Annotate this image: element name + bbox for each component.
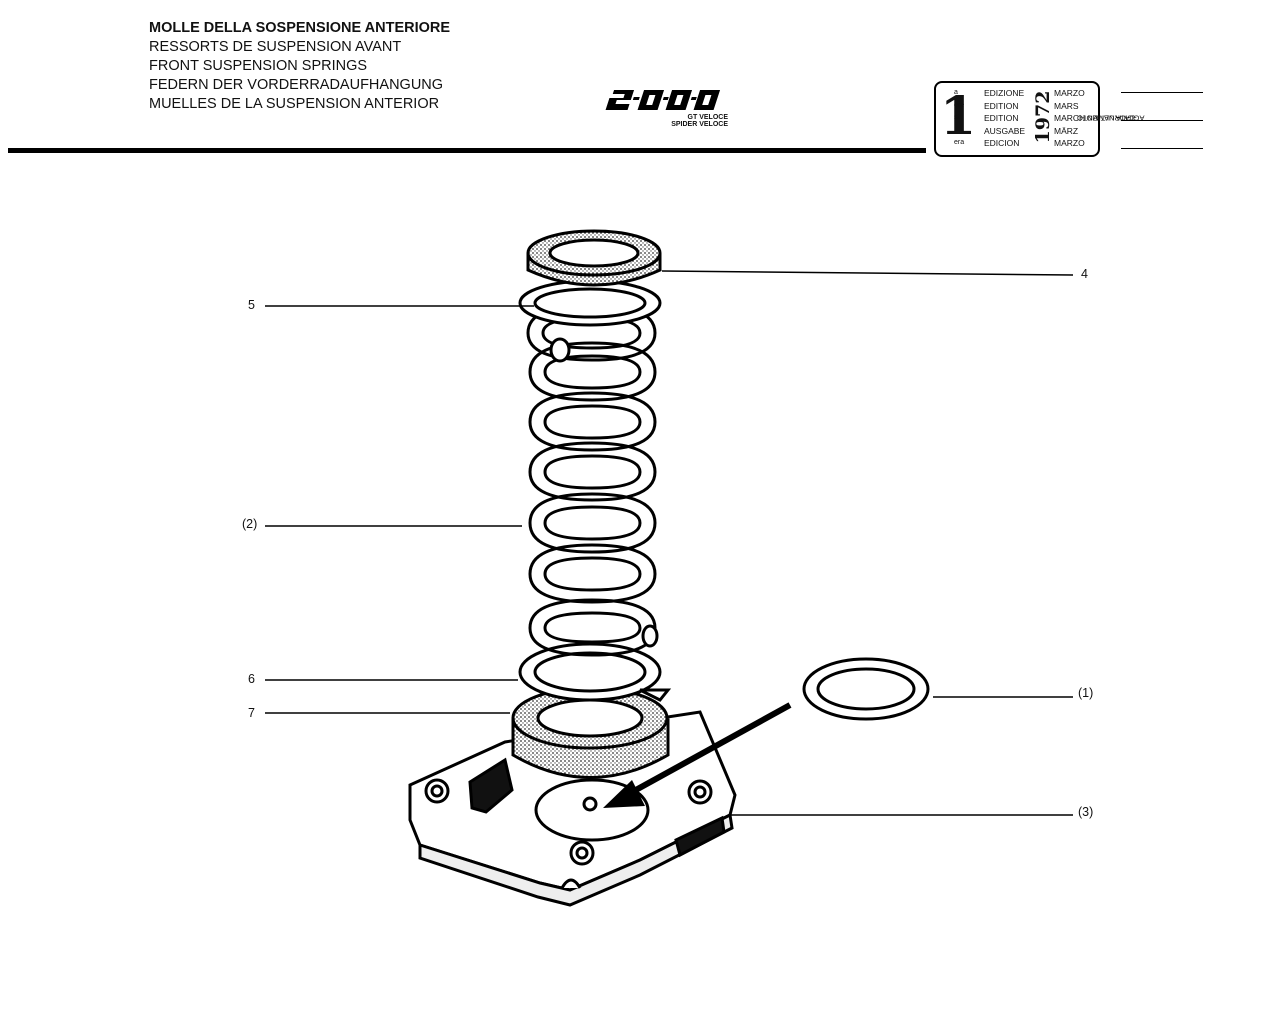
logo-sub-gt: GT VELOCE bbox=[687, 114, 728, 121]
insertion-arrow bbox=[603, 702, 792, 808]
edition-month: MARCH bbox=[1054, 113, 1086, 124]
title-italian: MOLLE DELLA SOSPENSIONE ANTERIORE bbox=[149, 20, 451, 36]
edition-sup: a bbox=[954, 89, 958, 96]
edition-label: AUSGABE bbox=[984, 125, 1026, 136]
edition-label: EDICION bbox=[984, 138, 1020, 149]
packing-ring bbox=[802, 657, 930, 721]
edition-sup: st bbox=[954, 114, 960, 121]
title-german: FEDERN DER VORDERRADAUFHANGUNG bbox=[149, 77, 444, 93]
logo-2000-mark bbox=[605, 90, 721, 110]
coil-spring bbox=[526, 303, 659, 657]
callout-5: 5 bbox=[248, 298, 255, 312]
upper-spring-seat bbox=[518, 279, 662, 327]
edition-label: EDITION bbox=[984, 113, 1019, 124]
callout-3: (3) bbox=[1078, 805, 1094, 819]
edition-sup: . bbox=[954, 127, 956, 134]
edition-label: EDIZIONE bbox=[984, 88, 1025, 98]
edition-sup: ere bbox=[954, 102, 965, 109]
title-english: FRONT SUSPENSION SPRINGS bbox=[149, 58, 368, 74]
logo-sub-spider: SPIDER VELOCE bbox=[671, 121, 728, 128]
callout-2: (2) bbox=[242, 517, 258, 531]
lower-spring-seat bbox=[518, 642, 672, 702]
leader-line-4 bbox=[661, 270, 1074, 276]
title-french: RESSORTS DE SUSPENSION AVANT bbox=[149, 39, 402, 55]
edition-sup: era bbox=[954, 139, 965, 146]
callout-1: (1) bbox=[1078, 686, 1094, 700]
title-spanish: MUELLES DE LA SUSPENSION ANTERIOR bbox=[149, 96, 440, 112]
edition-months: MARZO MARS MARCH MÄRZ MARZO bbox=[1054, 87, 1085, 150]
edition-month: MARZO bbox=[1054, 138, 1085, 149]
callout-6: 6 bbox=[248, 672, 255, 686]
edition-number: 1 bbox=[940, 86, 977, 147]
edition-label: EDITION bbox=[984, 100, 1019, 111]
callout-4: 4 bbox=[1081, 267, 1088, 281]
edition-month: MARZO bbox=[1054, 88, 1085, 98]
callout-7: 7 bbox=[248, 706, 255, 720]
edition-month: MÄRZ bbox=[1054, 125, 1079, 136]
leader-lines bbox=[265, 270, 1074, 816]
model-logo: GT VELOCE SPIDER VELOCE bbox=[604, 84, 734, 132]
header-titles: MOLLE DELLA SOSPENSIONE ANTERIORE RESSOR… bbox=[149, 19, 450, 114]
update-line bbox=[1121, 148, 1203, 149]
lower-insulator bbox=[511, 686, 670, 779]
update-line bbox=[1121, 120, 1203, 121]
edition-labels: EDIZIONE EDITION EDITION AUSGABE EDICION bbox=[984, 87, 1025, 150]
header-rule bbox=[8, 148, 926, 153]
edition-month: MARS bbox=[1054, 100, 1079, 111]
upper-insulator bbox=[526, 229, 662, 287]
edition-box: 1 a ere st . era EDIZIONE EDITION EDITIO… bbox=[934, 81, 1100, 157]
update-line bbox=[1121, 92, 1203, 93]
